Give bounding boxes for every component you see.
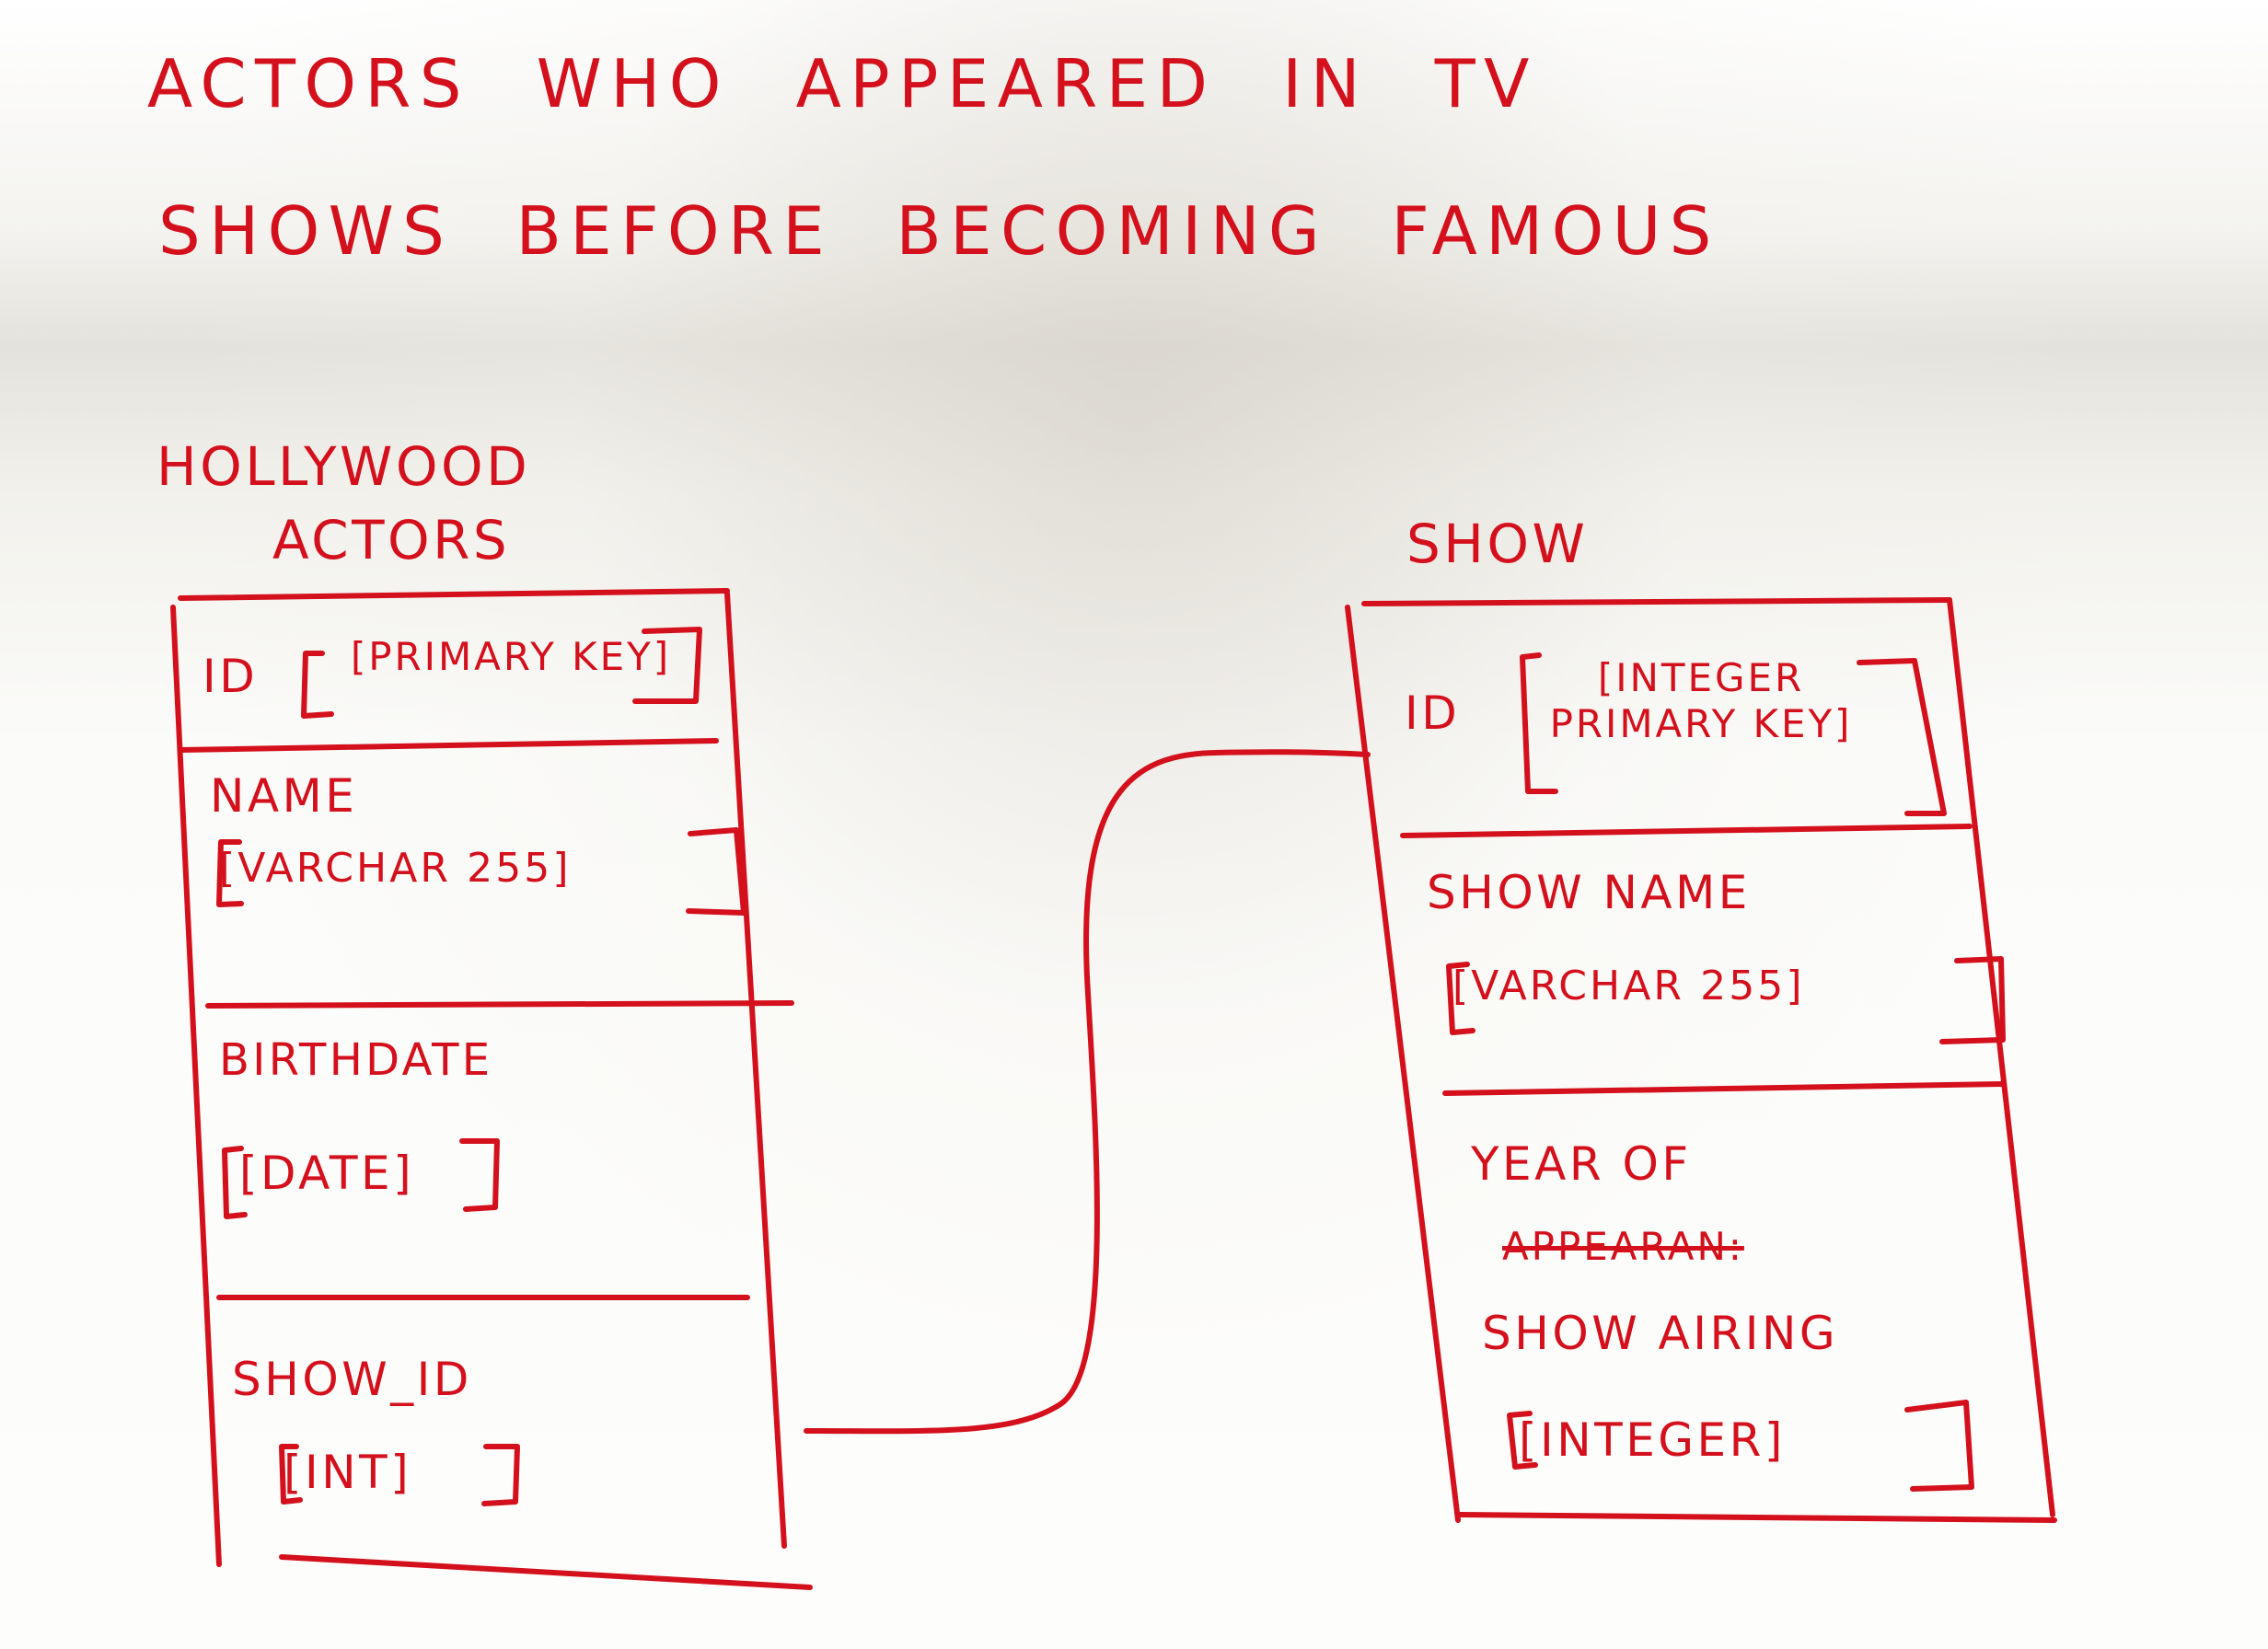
actors-name-bracket-left <box>216 839 244 907</box>
diagram-title-line-2: SHOWS BEFORE BECOMING FAMOUS <box>158 192 1720 270</box>
actors-name-field-type: [VARCHAR 255] <box>219 845 572 892</box>
show-year-field-struck-text: APPEARAN: <box>1502 1224 1744 1269</box>
actors-table-left-edge <box>170 605 222 1567</box>
actors-birthdate-field-name: BIRTHDATE <box>219 1034 493 1086</box>
diagram-title-line-1: ACTORS WHO APPEARED IN TV <box>147 45 1538 122</box>
hollywood-actors-table-border <box>170 588 813 1590</box>
actors-table-top-edge <box>178 588 730 601</box>
show-table-right-edge <box>1947 597 2055 1517</box>
show-id-bracket-left <box>1520 652 1558 794</box>
show-table-bottom-edge <box>1457 1512 2057 1523</box>
actors-id-bracket-left <box>301 651 334 719</box>
actors-id-field-type: [PRIMARY KEY] <box>350 634 672 679</box>
actors-row-divider-1 <box>178 738 719 753</box>
show-year-field-name-line-1: YEAR OF <box>1471 1137 1692 1191</box>
actors-showid-field-type: [INT] <box>284 1446 412 1499</box>
actors-birthdate-field-type: [DATE] <box>239 1147 415 1200</box>
actors-birthdate-bracket-left <box>222 1146 248 1219</box>
show-row-divider-2 <box>1442 1081 2006 1096</box>
show-name-field-type: [VARCHAR 255] <box>1452 963 1805 1009</box>
show-airing-bracket-right <box>1904 1400 1974 1492</box>
show-table-title: SHOW <box>1406 513 1589 575</box>
show-airing-bracket-left <box>1507 1411 1538 1470</box>
actors-table-title-line-1: HOLLYWOOD <box>156 435 531 498</box>
show-id-field-name: ID <box>1405 686 1461 740</box>
actors-birthdate-bracket-right <box>459 1138 500 1212</box>
show-table-left-edge <box>1345 605 1461 1523</box>
actors-id-field-name: ID <box>202 650 259 703</box>
actors-row-divider-2 <box>205 1000 794 1009</box>
actors-id-bracket-right <box>632 627 702 704</box>
actors-table-right-edge <box>724 591 787 1549</box>
actors-showid-field-name: SHOW_ID <box>232 1353 472 1406</box>
actors-showid-bracket-left <box>279 1444 303 1505</box>
relationship-connector <box>804 749 1371 1435</box>
show-row-divider-1 <box>1400 824 1973 838</box>
show-year-field-type: [INTEGER] <box>1519 1413 1786 1467</box>
actors-name-bracket-right <box>686 827 746 916</box>
actors-table-title-line-2: ACTORS <box>272 509 511 571</box>
actors-table-bottom-edge <box>279 1554 813 1590</box>
show-name-bracket-left <box>1446 962 1475 1035</box>
actors-name-field-name: NAME <box>210 769 358 823</box>
show-id-bracket-right <box>1857 658 1947 816</box>
show-name-bracket-right <box>1939 956 2006 1044</box>
show-name-field-name: SHOW NAME <box>1427 866 1751 919</box>
show-table-border <box>1345 597 2057 1523</box>
actors-showid-bracket-right <box>481 1444 520 1506</box>
show-table-top-edge <box>1361 597 1952 606</box>
show-id-field-type: [INTEGER PRIMARY KEY] <box>1549 655 1853 746</box>
show-year-field-name-line-2: SHOW AIRING <box>1482 1307 1839 1360</box>
